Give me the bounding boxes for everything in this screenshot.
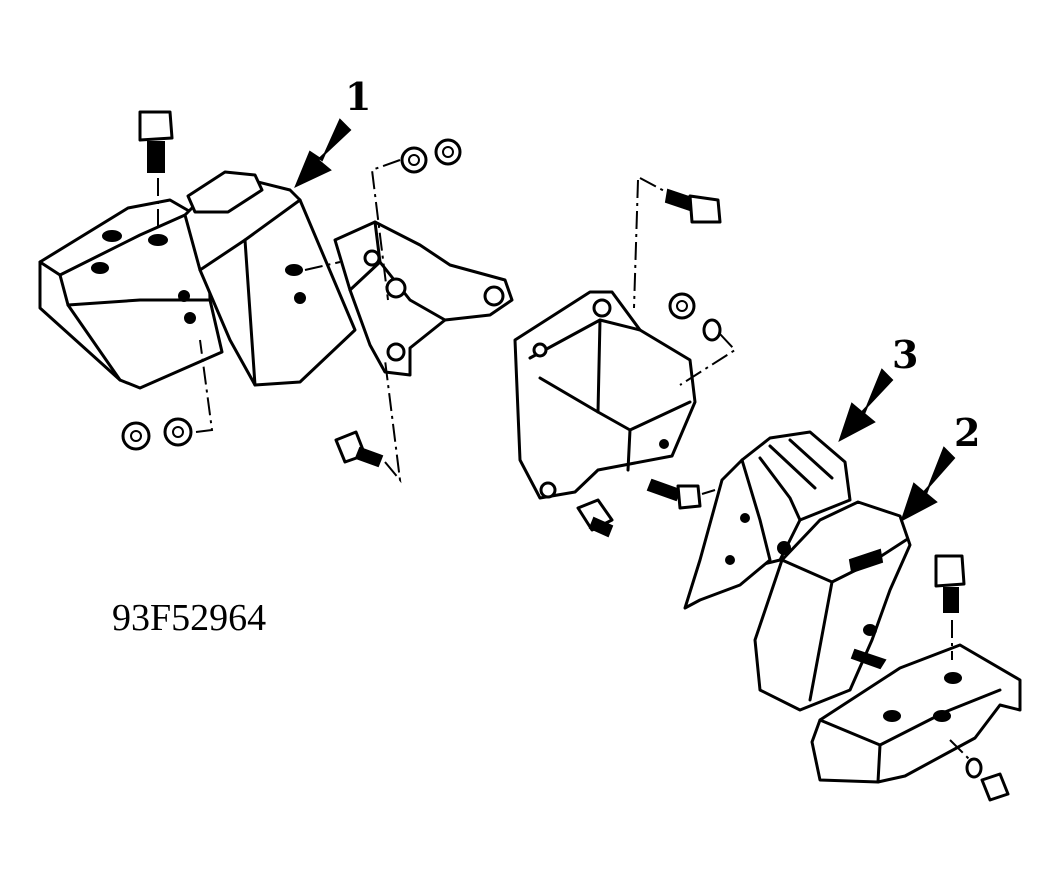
right-lower-bracket [810, 643, 1022, 784]
left-bottom-nuts [121, 339, 214, 451]
right-bottom-nut [949, 739, 1010, 802]
center-engine-bracket [513, 290, 697, 500]
right-top-bolt [934, 554, 966, 660]
figure-code: 93F52964 [112, 597, 266, 639]
center-top-bolt [633, 177, 722, 309]
left-top-bolt [138, 110, 174, 232]
arrow-1-icon [294, 118, 352, 189]
arrow-2-icon [900, 446, 956, 523]
arrow-3-icon [838, 368, 894, 443]
left-rubber-mount [183, 170, 357, 387]
callout-1-label: 1 [345, 74, 371, 119]
center-bottom-bolts [576, 478, 716, 538]
right-rubber-block [753, 500, 912, 712]
right-mount-plate [683, 458, 772, 610]
left-bottom-bolt [334, 359, 402, 484]
left-top-nuts [370, 138, 462, 301]
left-engine-bracket [333, 220, 514, 377]
callout-2-label: 2 [954, 410, 980, 455]
center-nut-washer [668, 292, 737, 386]
left-insulator-bracket [38, 198, 224, 390]
callout-3-label: 3 [892, 332, 918, 377]
